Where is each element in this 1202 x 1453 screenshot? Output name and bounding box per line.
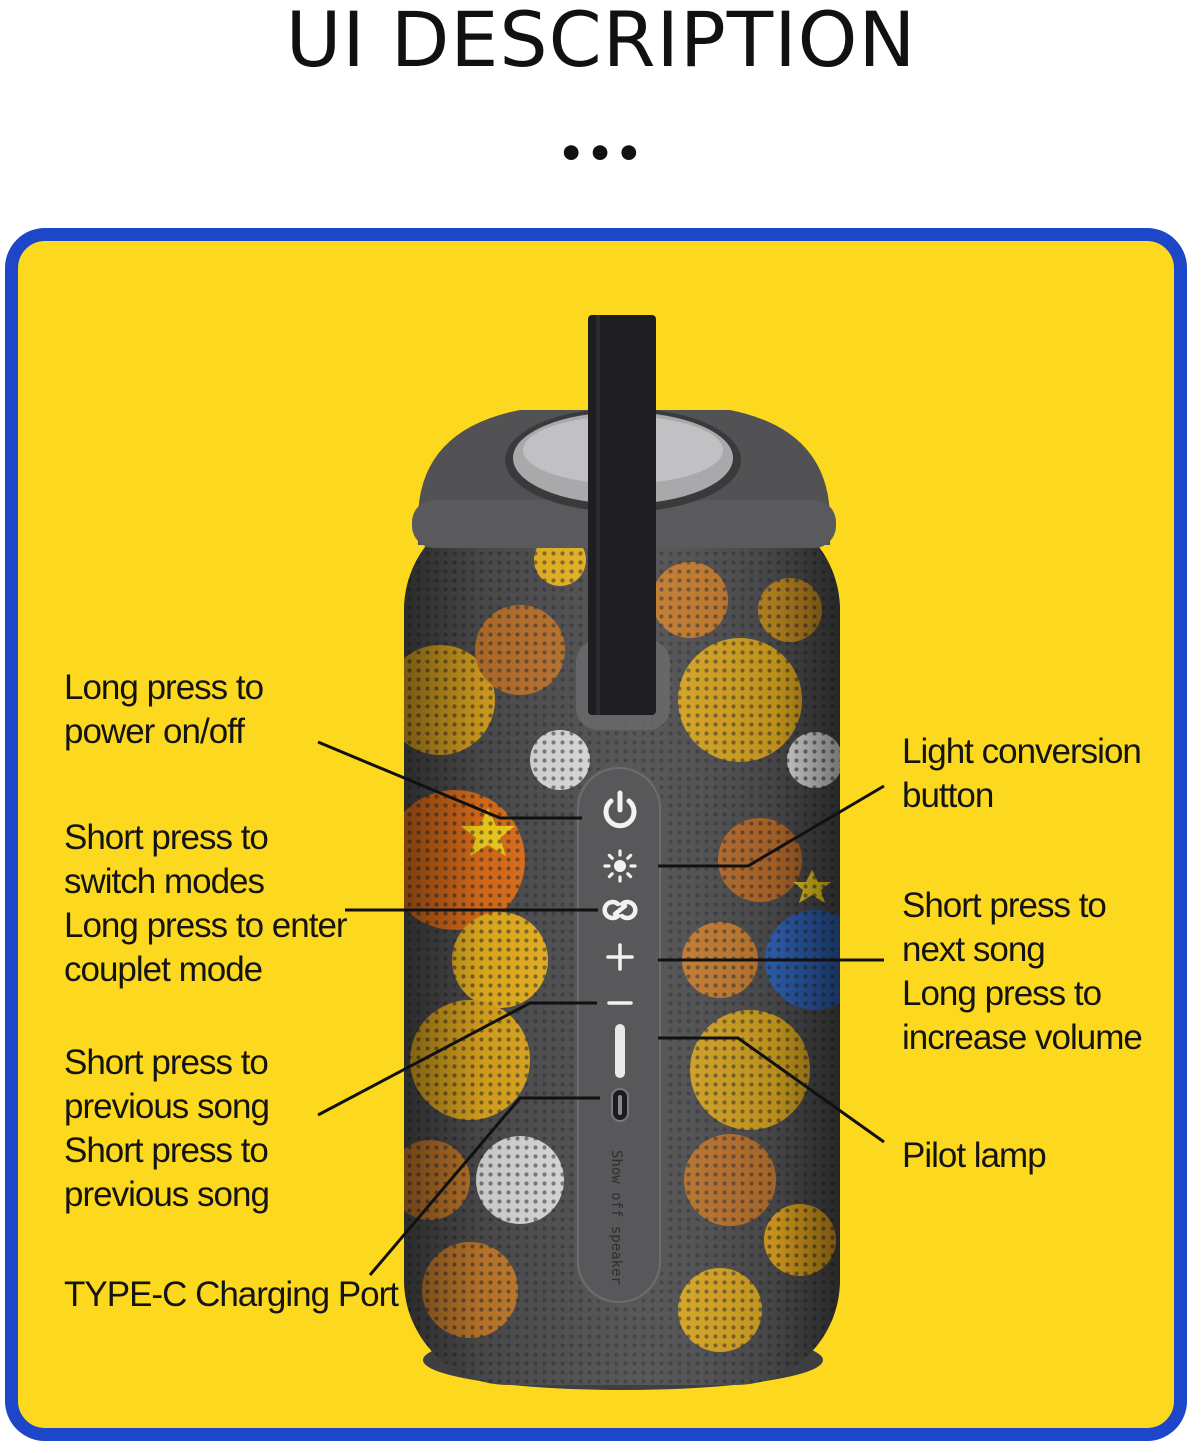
annotation-power: Long press to power on/off (64, 668, 264, 751)
volume-up-button[interactable] (603, 940, 637, 974)
indicator-bar-icon (615, 1024, 625, 1078)
page-title: UI DESCRIPTION (285, 0, 917, 84)
link-icon (602, 899, 638, 921)
leader-lines (317, 740, 885, 1276)
volume-down-button[interactable] (603, 988, 637, 1018)
type-c-charging-port[interactable] (606, 1085, 634, 1125)
power-icon (603, 790, 637, 829)
usb-c-port-icon (611, 1088, 629, 1122)
annotation-previous-song: Short press to previous song Short press… (64, 1043, 270, 1214)
pilot-lamp (612, 1022, 628, 1080)
strip-engraving: Show off speaker (608, 1150, 624, 1285)
couple-mode-button[interactable] (600, 894, 640, 926)
annotation-next-song: Short press to next song Long press to i… (902, 886, 1143, 1057)
ellipsis-dots: ••• (557, 129, 645, 178)
power-button[interactable] (595, 786, 645, 836)
annotation-mode: Short press to switch modes Long press t… (64, 818, 348, 989)
minus-icon (607, 1001, 633, 1005)
light-button[interactable] (602, 848, 638, 884)
sun-icon (603, 849, 637, 883)
annotation-pilot-lamp: Pilot lamp (902, 1136, 1047, 1175)
carry-strap (576, 315, 670, 730)
plus-icon (606, 943, 634, 971)
annotation-charging-port: TYPE-C Charging Port (64, 1275, 399, 1314)
annotation-light-button: Light conversion button (902, 732, 1142, 815)
